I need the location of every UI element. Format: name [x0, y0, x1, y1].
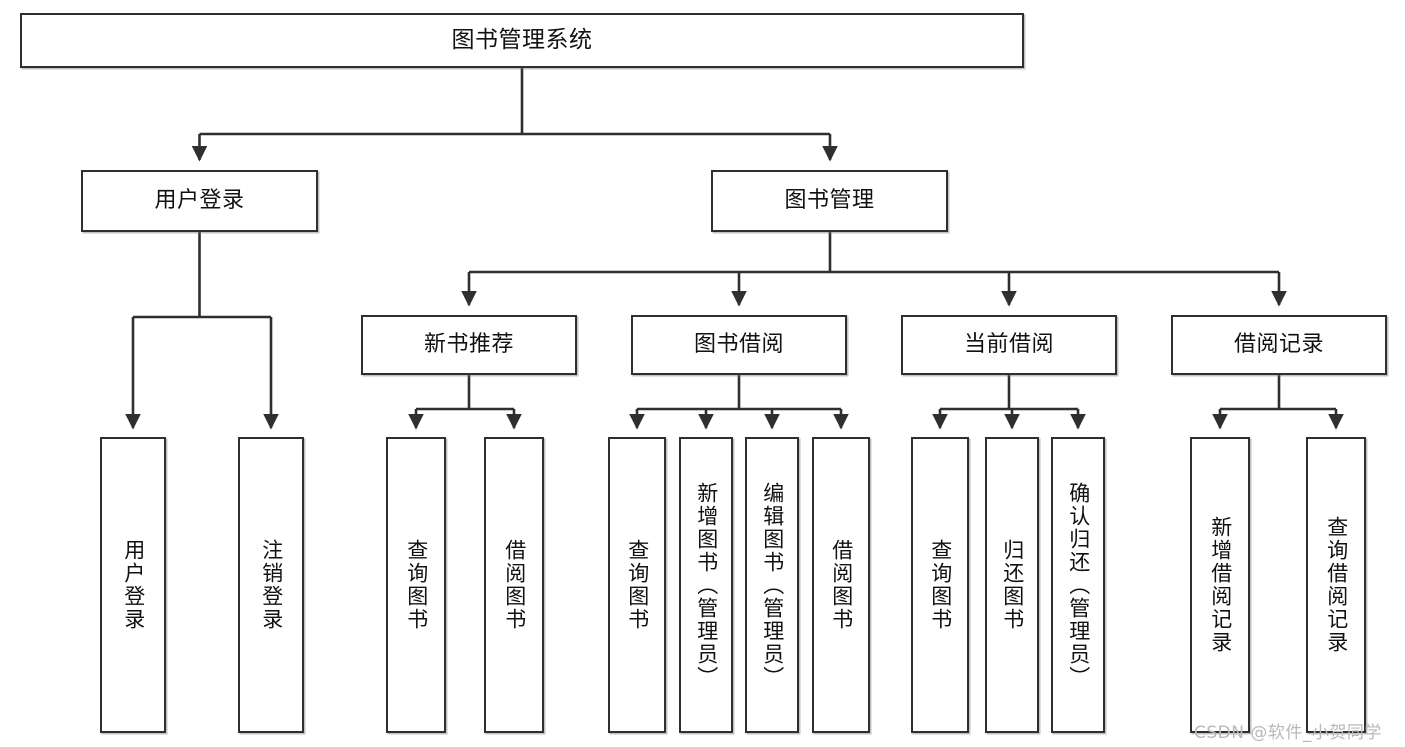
- node-book-borrow[interactable]: 图书借阅: [631, 315, 847, 375]
- node-root[interactable]: 图书管理系统: [20, 13, 1024, 68]
- node-current-borrow[interactable]: 当前借阅: [901, 315, 1117, 375]
- node-current-borrow-label: 当前借阅: [963, 332, 1054, 358]
- node-leaf-query-book-3[interactable]: 查询图书: [911, 437, 969, 733]
- node-leaf-add-borrow-record[interactable]: 新增借阅记录: [1190, 437, 1250, 733]
- node-leaf-add-book-admin[interactable]: 新增图书（管理员）: [679, 437, 733, 733]
- node-user-login[interactable]: 用户登录: [81, 170, 318, 232]
- node-new-book-recommend[interactable]: 新书推荐: [361, 315, 577, 375]
- node-book-borrow-label: 图书借阅: [693, 332, 784, 358]
- node-leaf-query-book-1-label: 查询图书: [404, 539, 429, 631]
- node-leaf-query-borrow-record-label: 查询借阅记录: [1324, 516, 1349, 654]
- node-leaf-user-login-label: 用户登录: [121, 539, 146, 631]
- node-new-book-recommend-label: 新书推荐: [423, 332, 514, 358]
- node-leaf-query-book-2-label: 查询图书: [625, 539, 650, 631]
- node-leaf-return-book-label: 归还图书: [1000, 539, 1025, 631]
- node-leaf-logout-login-label: 注销登录: [259, 539, 284, 631]
- node-leaf-edit-book-admin-label: 编辑图书（管理员）: [760, 481, 785, 689]
- node-leaf-query-book-1[interactable]: 查询图书: [386, 437, 446, 733]
- csdn-watermark: CSDN @软件_小贺同学: [1194, 723, 1382, 743]
- node-leaf-user-login[interactable]: 用户登录: [100, 437, 166, 733]
- node-book-manage-label: 图书管理: [784, 188, 875, 214]
- node-root-label: 图书管理系统: [451, 27, 593, 54]
- node-leaf-add-book-admin-label: 新增图书（管理员）: [694, 481, 719, 689]
- node-leaf-query-book-3-label: 查询图书: [928, 539, 953, 631]
- node-book-manage[interactable]: 图书管理: [711, 170, 948, 232]
- node-borrow-record[interactable]: 借阅记录: [1171, 315, 1387, 375]
- node-leaf-borrow-book-1-label: 借阅图书: [502, 539, 527, 631]
- node-leaf-logout-login[interactable]: 注销登录: [238, 437, 304, 733]
- node-leaf-return-book[interactable]: 归还图书: [985, 437, 1039, 733]
- node-leaf-edit-book-admin[interactable]: 编辑图书（管理员）: [745, 437, 799, 733]
- node-leaf-query-book-2[interactable]: 查询图书: [608, 437, 666, 733]
- node-leaf-borrow-book-2-label: 借阅图书: [829, 539, 854, 631]
- node-borrow-record-label: 借阅记录: [1233, 332, 1324, 358]
- node-leaf-confirm-return-admin-label: 确认归还（管理员）: [1066, 481, 1091, 689]
- node-user-login-label: 用户登录: [154, 188, 245, 214]
- node-leaf-borrow-book-2[interactable]: 借阅图书: [812, 437, 870, 733]
- node-leaf-confirm-return-admin[interactable]: 确认归还（管理员）: [1051, 437, 1105, 733]
- node-leaf-query-borrow-record[interactable]: 查询借阅记录: [1306, 437, 1366, 733]
- node-leaf-borrow-book-1[interactable]: 借阅图书: [484, 437, 544, 733]
- node-leaf-add-borrow-record-label: 新增借阅记录: [1208, 516, 1233, 654]
